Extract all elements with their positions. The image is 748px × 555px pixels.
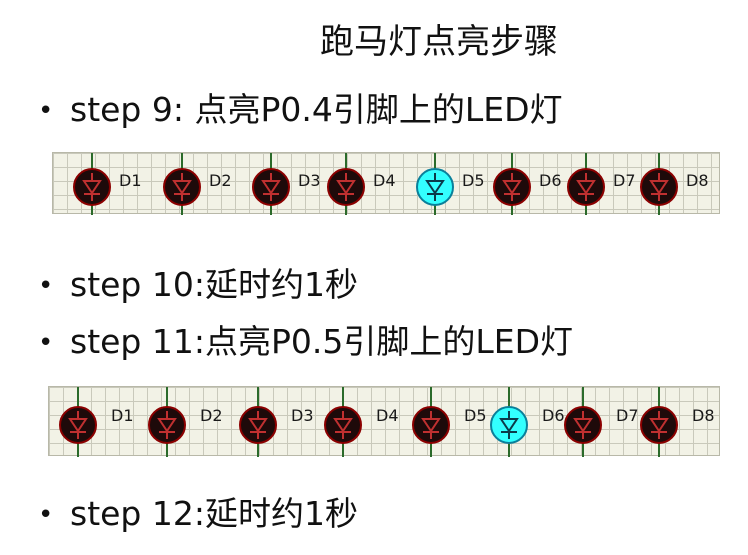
- led-label: D8: [692, 406, 715, 425]
- led-body: [564, 406, 602, 444]
- led-body: [148, 406, 186, 444]
- bullet-step-12: • step 12:延时约1秒: [38, 494, 358, 535]
- bullet-step-11: • step 11:点亮P0.5引脚上的LED灯: [38, 322, 573, 363]
- bullet-text: step 11:点亮P0.5引脚上的LED灯: [70, 322, 574, 361]
- led-lit: [490, 387, 528, 457]
- led-body: [59, 406, 97, 444]
- led-body: [324, 406, 362, 444]
- led-lit: [416, 153, 454, 215]
- led-body: [640, 406, 678, 444]
- led-label: D7: [613, 171, 636, 190]
- led-off: [640, 387, 678, 457]
- slide-title: 跑马灯点亮步骤: [320, 22, 558, 62]
- led-strip-step-11: D1 D2 D3 D4 D5 D6 D7 D8: [48, 386, 720, 457]
- led-label: D1: [119, 171, 142, 190]
- bullet-text: step 10:延时约1秒: [70, 265, 358, 304]
- led-label: D6: [542, 406, 565, 425]
- led-strip-step-9: D1 D2 D3 D4 D5 D6 D7 D8: [52, 152, 720, 215]
- led-off: [252, 153, 290, 215]
- led-body: [412, 406, 450, 444]
- led-body: [327, 168, 365, 206]
- bullet-text: step 12:延时约1秒: [70, 494, 358, 533]
- led-strip-svg: D1 D2 D3 D4 D5 D6 D7 D8: [73, 153, 709, 215]
- led-body: [493, 168, 531, 206]
- led-body: [163, 168, 201, 206]
- led-body: [490, 406, 528, 444]
- led-label: D4: [373, 171, 396, 190]
- led-label: D6: [539, 171, 562, 190]
- bullet-step-9: • step 9: 点亮P0.4引脚上的LED灯: [38, 90, 563, 131]
- led-strip-svg: D1 D2 D3 D4 D5 D6 D7 D8: [59, 387, 715, 457]
- led-body: [567, 168, 605, 206]
- led-off: [567, 153, 605, 215]
- led-off: [148, 387, 186, 457]
- led-off: [564, 387, 602, 457]
- led-label: D2: [200, 406, 223, 425]
- led-body: [252, 168, 290, 206]
- bullet-dot: •: [38, 271, 54, 301]
- led-off: [59, 387, 97, 457]
- bullet-dot: •: [38, 328, 54, 358]
- led-off: [412, 387, 450, 457]
- led-body: [73, 168, 111, 206]
- led-body: [239, 406, 277, 444]
- led-off: [239, 387, 277, 457]
- led-label: D3: [298, 171, 321, 190]
- bullet-dot: •: [38, 500, 54, 530]
- led-body: [416, 168, 454, 206]
- led-off: [73, 153, 111, 215]
- led-off: [327, 153, 365, 215]
- led-label: D4: [376, 406, 399, 425]
- bullet-step-10: • step 10:延时约1秒: [38, 265, 358, 306]
- led-off: [493, 153, 531, 215]
- led-off: [163, 153, 201, 215]
- led-body: [640, 168, 678, 206]
- led-off: [640, 153, 678, 215]
- led-label: D8: [686, 171, 709, 190]
- led-label: D1: [111, 406, 134, 425]
- led-label: D5: [464, 406, 487, 425]
- led-off: [324, 387, 362, 457]
- led-label: D5: [462, 171, 485, 190]
- led-label: D2: [209, 171, 232, 190]
- led-label: D3: [291, 406, 314, 425]
- bullet-text: step 9: 点亮P0.4引脚上的LED灯: [70, 90, 563, 129]
- bullet-dot: •: [38, 96, 54, 126]
- led-label: D7: [616, 406, 639, 425]
